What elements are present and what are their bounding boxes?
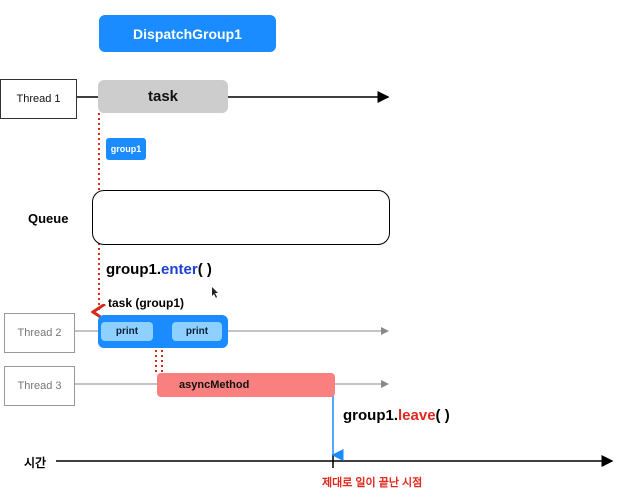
thread-3-label: Thread 3 xyxy=(4,366,75,406)
thread-1-label: Thread 1 xyxy=(0,79,77,119)
group-chip: group1 xyxy=(106,138,146,160)
task-box: task xyxy=(98,80,228,113)
queue-box xyxy=(92,190,390,245)
diagram-title: DispatchGroup1 xyxy=(99,15,276,52)
leave-call-object: group1. xyxy=(343,407,398,424)
leave-call-suffix: ( ) xyxy=(435,407,450,424)
enter-call: group1.enter( ) xyxy=(106,261,212,278)
leave-call-method: leave xyxy=(398,407,436,424)
enter-call-suffix: ( ) xyxy=(197,261,212,278)
task-group-label: task (group1) xyxy=(108,296,185,310)
print-pill-1: print xyxy=(101,322,153,341)
enter-call-method: enter xyxy=(161,261,198,278)
time-axis-label: 시간 xyxy=(24,456,47,470)
print-pill-2: print xyxy=(172,322,222,341)
leave-call: group1.leave( ) xyxy=(343,407,450,424)
enter-call-object: group1. xyxy=(106,261,161,278)
cursor-icon xyxy=(212,287,218,298)
queue-label: Queue xyxy=(28,211,69,226)
thread-2-label: Thread 2 xyxy=(4,313,75,353)
async-method-box: asyncMethod xyxy=(157,373,335,397)
completion-label: 제대로 일이 끝난 시점 xyxy=(322,477,423,489)
